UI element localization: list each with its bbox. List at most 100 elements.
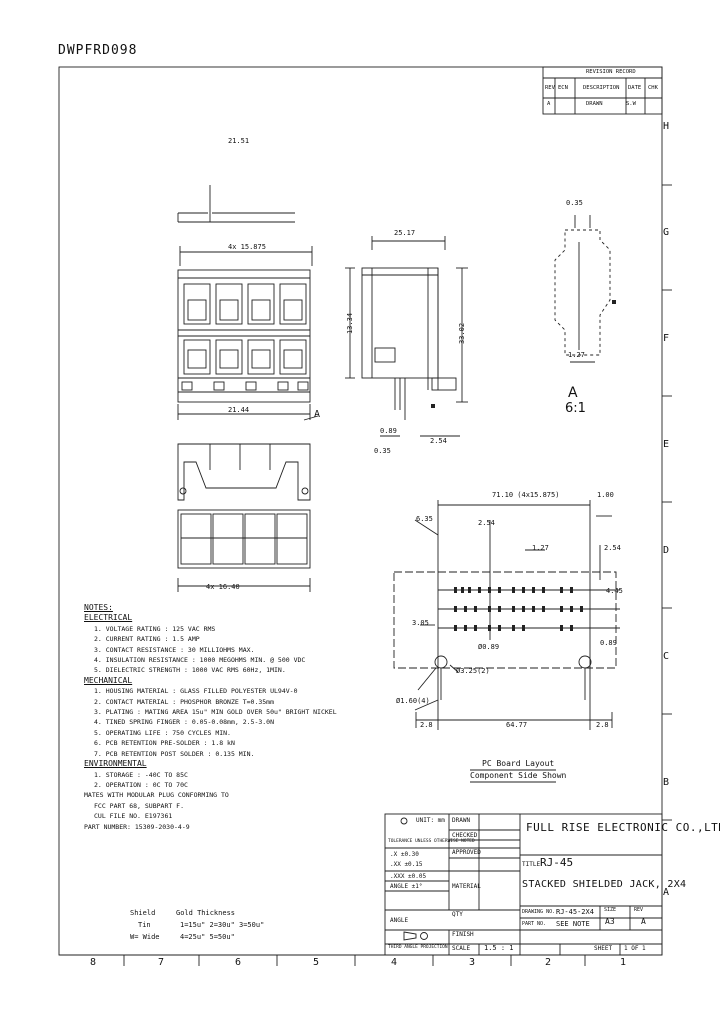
electrical-item: 4. INSULATION RESISTANCE : 1000 MEGOHMS … <box>94 656 306 665</box>
title-line-1: RJ-45 <box>540 856 574 869</box>
zone-right: A <box>663 887 670 898</box>
zone-right: H <box>663 121 670 132</box>
finish-label: FINISH <box>452 931 474 938</box>
zone-bottom: 1 <box>620 957 627 968</box>
notes-block: NOTES: ELECTRICAL 1. VOLTAGE RATING : 12… <box>84 603 337 832</box>
pcb-right-dim-2: 2.54 <box>604 544 621 552</box>
wide-label: W= Wide <box>130 933 160 941</box>
environmental-list: 1. STORAGE : -40C TO 85C 2. OPERATION : … <box>84 770 337 791</box>
projection-label: THIRD ANGLE PROJECTION <box>388 945 448 950</box>
rev-row-rev: A <box>547 101 551 107</box>
mechanical-list: 1. HOUSING MATERIAL : GLASS FILLED POLYE… <box>84 686 337 759</box>
pcb-left-dim-1: 6.35 <box>416 515 433 523</box>
company-name: FULL RISE ELECTRONIC CO.,LTD <box>526 821 720 834</box>
size-value: A3 <box>605 917 615 926</box>
pcb-right-dim-4: 0.89 <box>600 639 617 647</box>
rev-value: A <box>641 917 646 926</box>
mating-note: MATES WITH MODULAR PLUG CONFORMING TO <box>84 791 229 800</box>
rev-header-chk: CHK <box>648 85 658 91</box>
mechanical-item: 4. TINED SPRING FINGER : 0.05-0.08mm, 2.… <box>94 718 275 727</box>
electrical-item: 1. VOLTAGE RATING : 125 VAC RMS <box>94 624 216 633</box>
pcb-bottom-dim-center: 64.77 <box>506 721 528 729</box>
mechanical-item: 3. PLATING : MATING AREA 15u" MIN GOLD O… <box>94 708 337 717</box>
zone-bottom: 6 <box>235 957 242 968</box>
zone-bottom: 5 <box>313 957 320 968</box>
zone-right: B <box>663 777 670 788</box>
material-label: MATERIAL <box>452 883 481 890</box>
mating-note: CUL FILE NO. E197361 <box>94 812 173 821</box>
tol-row: .X ±0.30 <box>390 851 419 858</box>
mechanical-item: 2. CONTACT MATERIAL : PHOSPHOR BRONZE T=… <box>94 697 275 706</box>
environmental-title: ENVIRONMENTAL <box>84 759 147 769</box>
side-view-left-dim: 13.34 <box>346 312 355 335</box>
pcb-caption-2: Component Side Shown <box>470 771 567 780</box>
mechanical-title: MECHANICAL <box>84 675 133 685</box>
drawing-no: RJ-45-2X4 <box>556 908 594 916</box>
pcb-dim-center: 1.27 <box>532 544 549 552</box>
mechanical-item: 7. PCB RETENTION POST SOLDER : 0.135 MIN… <box>94 749 255 758</box>
rev-label: REV <box>634 907 644 913</box>
checked-label: CHECKED <box>452 832 478 839</box>
electrical-item: 5. DIELECTRIC STRENGTH : 1000 VAC RMS 60… <box>94 666 286 675</box>
qty-label: QTY <box>452 911 463 918</box>
notes-title: NOTES: <box>84 603 113 612</box>
part-no: SEE NOTE <box>556 920 590 928</box>
drawn-label: DRAWN <box>452 817 471 824</box>
pcb-caption-1: PC Board Layout <box>482 759 555 768</box>
zone-right: F <box>663 333 670 344</box>
part-no-label: PART NO. <box>522 921 547 927</box>
detail-label: A <box>568 385 578 401</box>
side-view-width-dim: 25.17 <box>394 229 416 237</box>
title-line-2: STACKED SHIELDED JACK, 2X4 <box>522 879 687 890</box>
mechanical-item: 6. PCB RETENTION PRE-SOLDER : 1.8 kN <box>94 739 235 748</box>
sheet-value: 1 OF 1 <box>624 945 646 952</box>
zone-right: G <box>663 227 670 238</box>
revision-record-title: REVISION RECORD <box>586 69 636 75</box>
pcb-bottom-dim-left: 2.8 <box>420 721 433 729</box>
pcb-bottom-dim-right: 2.8 <box>596 721 609 729</box>
environmental-item: 2. OPERATION : 0C TO 70C <box>94 780 188 789</box>
zone-bottom: 8 <box>90 957 97 968</box>
title-label: TITLE <box>522 861 541 868</box>
side-pin-dim-3: 2.54 <box>430 437 447 445</box>
back-view-bottom-dim: 4x 16.40 <box>206 583 240 591</box>
mechanical-item: 5. OPERATING LIFE : 750 CYCLES MIN. <box>94 728 231 737</box>
part-number-note: PART NUMBER: 15309-2030-4-9 <box>84 822 190 831</box>
tol-row: ANGLE ±1° <box>390 883 423 890</box>
mating-list: MATES WITH MODULAR PLUG CONFORMING TO FC… <box>84 790 337 832</box>
wide-values: 4=25u" 5=50u" <box>180 933 235 941</box>
zone-right: C <box>663 651 670 662</box>
size-label: SIZE <box>604 907 617 913</box>
zone-bottom: 7 <box>158 957 165 968</box>
electrical-item: 2. CURRENT RATING : 1.5 AMP <box>94 635 200 644</box>
environmental-item: 1. STORAGE : -40C TO 85C <box>94 770 188 779</box>
rev-header-ecn: ECN <box>558 85 568 91</box>
pcb-left-dim-2: 2.54 <box>478 519 495 527</box>
tol-row: .XXX ±0.05 <box>390 873 427 880</box>
gold-values: 1=15u" 2=30u" 3=50u" <box>180 921 265 929</box>
shield-label: Shield <box>130 909 156 917</box>
zone-right: D <box>663 545 670 556</box>
rev-header-description: DESCRIPTION <box>583 85 620 91</box>
front-view-depth-dim: 21.44 <box>228 406 250 414</box>
pcb-hole-label-1: Ø0.89 <box>478 643 500 651</box>
mating-note: FCC PART 68, SUBPART F. <box>94 801 185 810</box>
rev-header-rev: REV <box>545 85 555 91</box>
detail-dim-2: 1.27 <box>568 351 585 359</box>
tolerance-label: TOLERANCE UNLESS OTHERWISE NOTED <box>388 839 475 844</box>
pcb-right-dim-3: 4.45 <box>606 587 623 595</box>
angle-label: ANGLE <box>390 917 409 924</box>
zone-bottom: 4 <box>391 957 398 968</box>
mechanical-item: 1. HOUSING MATERIAL : GLASS FILLED POLYE… <box>94 687 298 696</box>
zone-bottom: 3 <box>469 957 476 968</box>
drawing-no-label: DRAWING NO. <box>522 909 556 915</box>
scale-label: SCALE <box>452 945 471 952</box>
pcb-left-dim-3: 3.05 <box>412 619 429 627</box>
scale-value: 1.5 : 1 <box>484 944 514 952</box>
pcb-hole-label-3: Ø1.60(4) <box>396 697 430 705</box>
electrical-title: ELECTRICAL <box>84 613 133 623</box>
rev-row-chk: S.W <box>626 101 636 107</box>
gold-label: Gold Thickness <box>176 909 236 917</box>
tol-row: .XX ±0.15 <box>390 861 423 868</box>
